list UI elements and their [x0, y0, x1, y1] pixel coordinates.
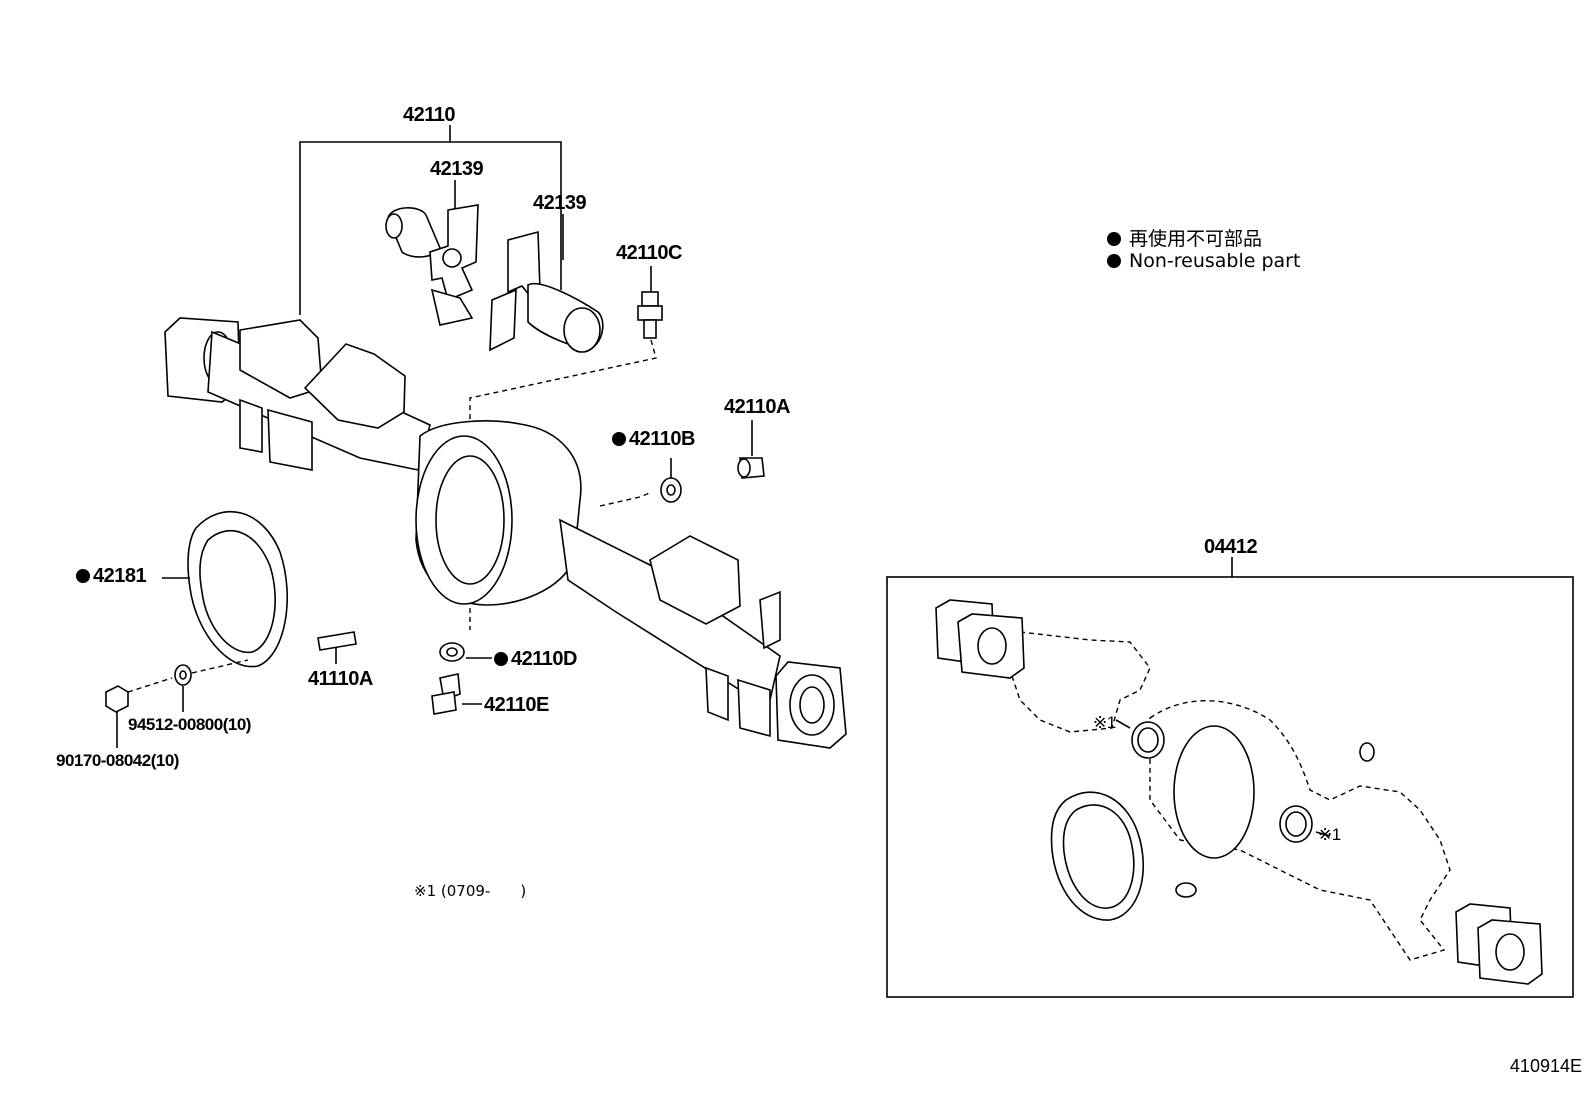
legend-text-ja: 再使用不可部品 [1129, 228, 1263, 250]
drain-plug-drawing [431, 642, 492, 715]
non-reusable-marker-icon [76, 569, 90, 583]
legend-text-en: Non-reusable part [1129, 250, 1301, 272]
plug-washer-drawing [660, 420, 765, 503]
callout-42110: 42110 [403, 104, 456, 126]
non-reusable-marker-icon [612, 432, 626, 446]
breather-plug-drawing [469, 266, 663, 420]
callout-42139-left: 42139 [430, 158, 484, 180]
spring-seat-right-drawing [489, 230, 604, 353]
callout-42110b: 42110B [612, 428, 695, 450]
callout-42139-right: 42139 [533, 192, 587, 214]
bracket-42110 [299, 125, 564, 315]
callout-42110a: 42110A [724, 396, 790, 418]
spring-seat-left-drawing [385, 204, 479, 326]
legend-line-en: Non-reusable part [1107, 250, 1300, 272]
non-reusable-marker-icon [494, 652, 508, 666]
kit-box-drawing [886, 557, 1574, 998]
callout-42110c: 42110C [616, 242, 682, 264]
callout-ref1-left: ※1 [1093, 713, 1116, 732]
callout-42110d: 42110D [494, 648, 577, 670]
callout-42110d-text: 42110D [511, 648, 577, 670]
callout-04412: 04412 [1204, 536, 1258, 558]
washer-nut-drawing [105, 659, 249, 748]
stud-drawing [317, 631, 357, 664]
figure-id: 410914E [1509, 1056, 1582, 1076]
axle-housing-drawing [164, 317, 847, 749]
callout-ref1-right: ※1 [1318, 825, 1341, 844]
callout-94512: 94512-00800(10) [128, 715, 251, 734]
non-reusable-marker-icon [1107, 232, 1121, 246]
callout-42110e: 42110E [484, 694, 549, 716]
callout-42181: 42181 [76, 565, 147, 587]
non-reusable-marker-icon [1107, 254, 1121, 268]
callout-42181-text: 42181 [93, 565, 147, 587]
gasket-drawing [162, 510, 288, 668]
callout-41110a: 41110A [308, 668, 373, 690]
callout-42110b-text: 42110B [629, 428, 695, 450]
footnote-ref1: ※1 (0709- ) [414, 882, 527, 900]
legend-line-ja: 再使用不可部品 [1107, 224, 1262, 251]
callout-90170: 90170-08042(10) [56, 751, 179, 770]
